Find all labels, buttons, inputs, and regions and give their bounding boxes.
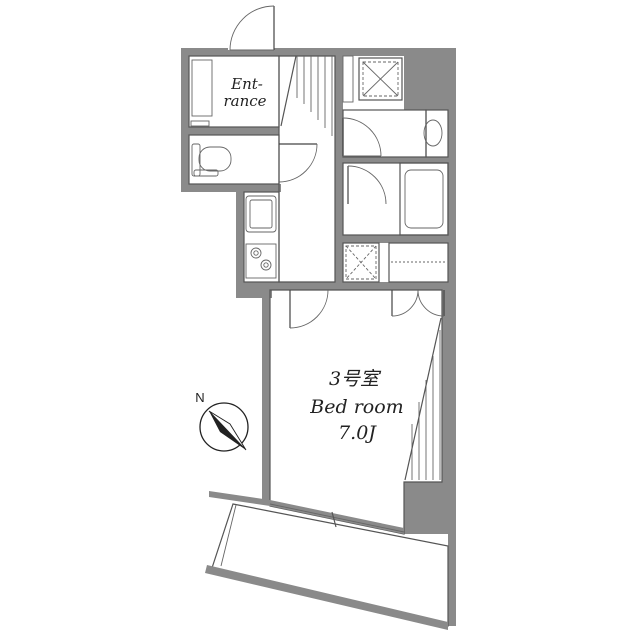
bathroom [342, 162, 449, 236]
entrance: Ent- rance [188, 55, 280, 128]
walls [181, 48, 456, 626]
compass: N [195, 390, 249, 452]
entrance-label-line1: Ent- [230, 75, 263, 93]
storage-shelf [388, 242, 449, 283]
entrance-label-line2: rance [223, 92, 266, 110]
compass-north-label: N [195, 390, 204, 405]
balcony [205, 503, 449, 630]
sink-icon [245, 195, 277, 233]
closet-doors[interactable] [391, 289, 445, 317]
room-name: Bed room [309, 396, 403, 418]
room-size: 7.0J [338, 422, 377, 444]
corridor [278, 55, 336, 283]
entrance-door[interactable] [228, 5, 275, 51]
washbasin-icon [423, 119, 443, 147]
fridge-space [342, 242, 380, 283]
kitchen [243, 191, 280, 283]
room-number: 3号室 [329, 368, 382, 390]
stove-icon [245, 243, 277, 279]
wash-room-door[interactable] [342, 117, 382, 157]
toilet-door[interactable] [278, 143, 318, 183]
bath-door[interactable] [347, 165, 387, 205]
bedroom-door[interactable] [289, 289, 329, 329]
laundry-pan-icon [358, 57, 403, 101]
bathtub-icon [404, 169, 444, 229]
bedroom-window [209, 491, 405, 534]
toilet-icon [198, 146, 232, 172]
toilet-room [188, 134, 280, 185]
shoe-cabinet [191, 59, 213, 117]
